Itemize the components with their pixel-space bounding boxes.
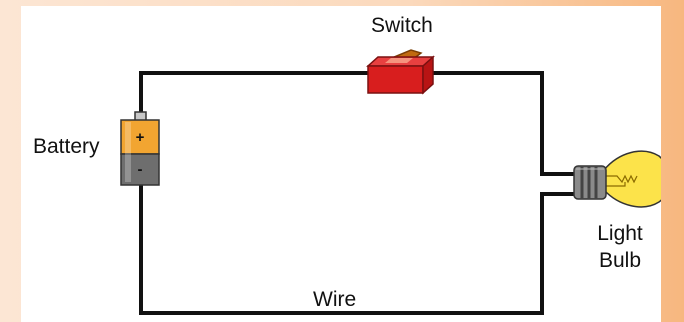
battery-icon: + -: [120, 111, 160, 186]
battery-label: Battery: [33, 135, 100, 158]
light-bulb-icon: [573, 150, 661, 208]
switch-icon: [366, 49, 435, 95]
switch-label: Switch: [371, 14, 433, 37]
wire-bottom: [139, 184, 578, 315]
light-bulb-label-line1: Light: [597, 222, 643, 245]
battery-negative-label: -: [138, 161, 143, 178]
battery-positive-label: +: [136, 129, 145, 146]
circuit-diagram: + -: [120, 49, 661, 315]
diagram-canvas: + - Switch Battery Light Bulb Wire: [21, 6, 661, 322]
wire-label: Wire: [313, 288, 357, 311]
wire-loop: [139, 71, 578, 315]
wire-top-left: [139, 71, 372, 122]
wire-top-right: [429, 71, 578, 176]
light-bulb-label-line2: Bulb: [598, 249, 642, 272]
